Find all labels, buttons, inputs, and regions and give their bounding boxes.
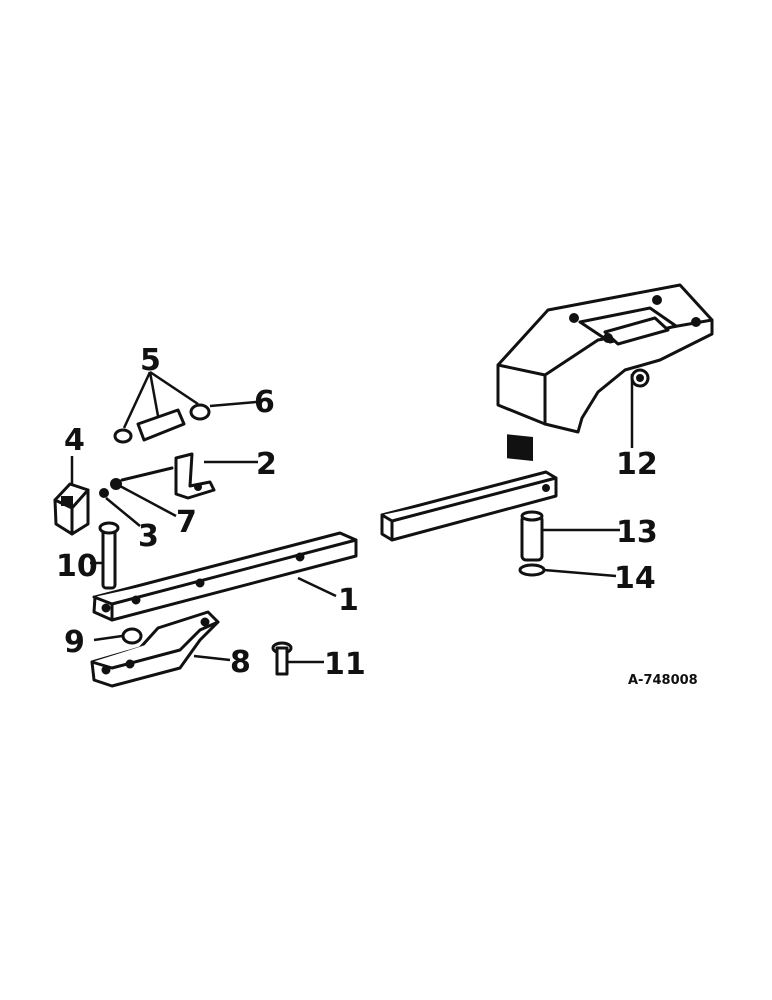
callout-3: 3 [138,519,159,554]
part-2-bracket [120,452,216,500]
part-8-offset-link [90,610,220,688]
drawing-code: A-748008 [628,673,698,688]
callout-7: 7 [176,505,197,540]
part-14-washer [518,563,546,577]
callout-10: 10 [56,549,98,584]
callout-11: 11 [324,647,366,682]
callout-2: 2 [256,447,277,482]
part-7-nut [110,478,122,490]
drawbar-rear-section [380,470,558,542]
part-1-drawbar [92,531,358,622]
callout-9: 9 [64,625,85,660]
callout-1: 1 [338,583,359,618]
part-3-washer [99,488,109,498]
part-11-bolt [271,641,293,676]
part-6-cap [189,403,211,421]
leader-lines [70,370,634,664]
callout-8: 8 [230,645,251,680]
callout-5: 5 [140,343,161,378]
callout-12: 12 [616,447,658,482]
part-13-pin [520,510,544,562]
callout-labels: 1 2 3 4 5 6 7 8 9 10 11 12 13 14 [56,343,658,682]
part-12-drawbar-support [496,283,714,462]
part-4-clevis [53,482,90,536]
callout-13: 13 [616,515,658,550]
part-9-spacer [121,627,143,645]
callout-6: 6 [254,385,275,420]
callout-14: 14 [614,561,656,596]
part-5-knob [113,408,186,444]
callout-4: 4 [64,423,85,458]
part-10-pin [98,521,120,590]
